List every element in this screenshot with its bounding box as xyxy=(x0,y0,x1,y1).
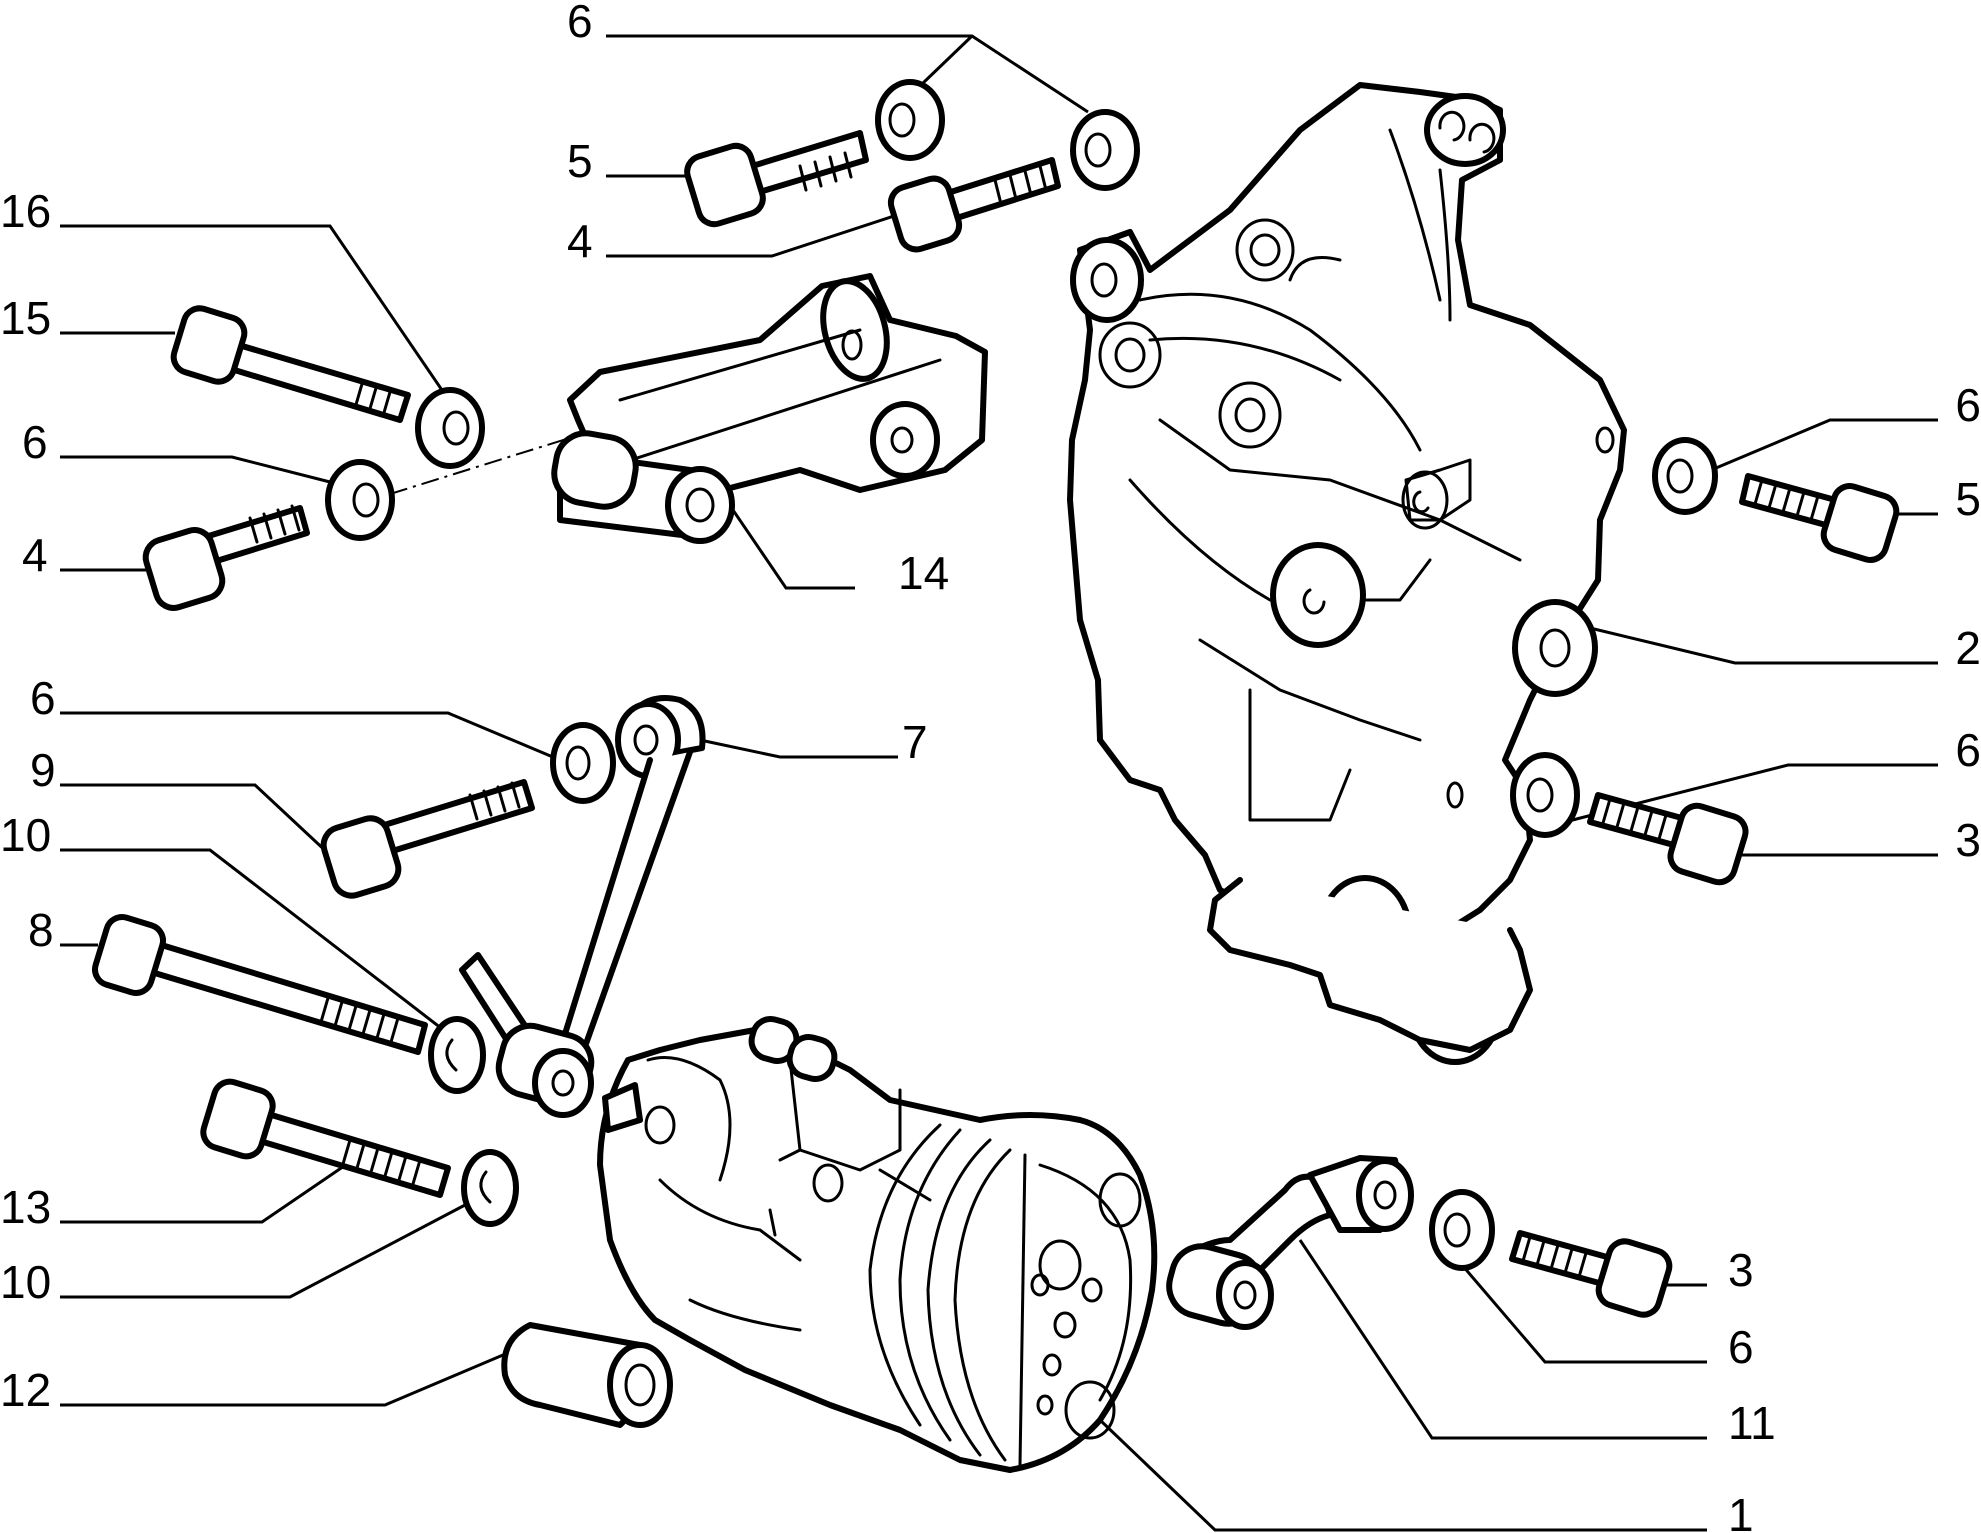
callout-3-right-upper: 3 xyxy=(1955,814,1981,866)
callout-4-left: 4 xyxy=(22,529,48,581)
callout-14: 14 xyxy=(898,547,949,599)
callout-13: 13 xyxy=(0,1181,51,1233)
callout-5-right: 5 xyxy=(1955,473,1981,525)
bolt-9 xyxy=(320,779,535,899)
washer-6-lower-right xyxy=(1429,1189,1495,1271)
callout-6-left: 6 xyxy=(22,416,48,468)
mounting-bracket-2 xyxy=(1067,82,1627,1065)
callout-4-top: 4 xyxy=(567,215,593,267)
washer-top-left xyxy=(875,79,945,161)
callout-1: 1 xyxy=(1728,1489,1754,1533)
bolt-top-5 xyxy=(684,130,869,228)
washer-6-right-lower xyxy=(1510,752,1580,838)
callout-2: 2 xyxy=(1955,622,1981,674)
spacer-12 xyxy=(501,1322,673,1428)
bolt-4-left xyxy=(142,504,310,611)
bolt-3-right-lower xyxy=(1509,1230,1673,1318)
washer-6-left xyxy=(325,459,395,541)
callout-8: 8 xyxy=(28,904,54,956)
callout-3-right-lower: 3 xyxy=(1728,1244,1754,1296)
bushing-10-upper xyxy=(428,1016,486,1094)
bolt-8 xyxy=(92,914,428,1055)
callout-10-lower: 10 xyxy=(0,1256,51,1308)
callout-11: 11 xyxy=(1728,1397,1776,1449)
bolt-5-right xyxy=(1739,473,1900,563)
bolt-top-4 xyxy=(887,157,1061,253)
callout-16: 16 xyxy=(0,185,51,237)
bolt-15 xyxy=(170,305,411,423)
bolt-13 xyxy=(200,1078,451,1198)
washer-6-right-upper xyxy=(1652,437,1718,515)
compressor-1 xyxy=(597,1016,1158,1473)
callout-5-top: 5 xyxy=(567,135,593,187)
callout-12: 12 xyxy=(0,1364,51,1416)
tension-link-7 xyxy=(459,695,706,1118)
callout-6-right-upper: 6 xyxy=(1955,379,1981,431)
callout-10-upper: 10 xyxy=(0,809,51,861)
bushing-10-lower xyxy=(461,1149,519,1227)
callout-6-mid: 6 xyxy=(30,672,56,724)
washer-6-mid xyxy=(550,722,616,804)
callout-15: 15 xyxy=(0,292,51,344)
callout-9: 9 xyxy=(30,744,56,796)
callout-6-top: 6 xyxy=(567,0,593,47)
bracket-14 xyxy=(551,273,988,544)
callout-6-lower-right: 6 xyxy=(1728,1321,1754,1373)
callout-6-right-lower: 6 xyxy=(1955,724,1981,776)
washer-16 xyxy=(415,387,485,469)
bracket-11 xyxy=(1166,1155,1414,1330)
callout-7: 7 xyxy=(902,716,928,768)
bolt-3-right-upper xyxy=(1587,792,1749,886)
washer-top-right xyxy=(1070,109,1140,191)
